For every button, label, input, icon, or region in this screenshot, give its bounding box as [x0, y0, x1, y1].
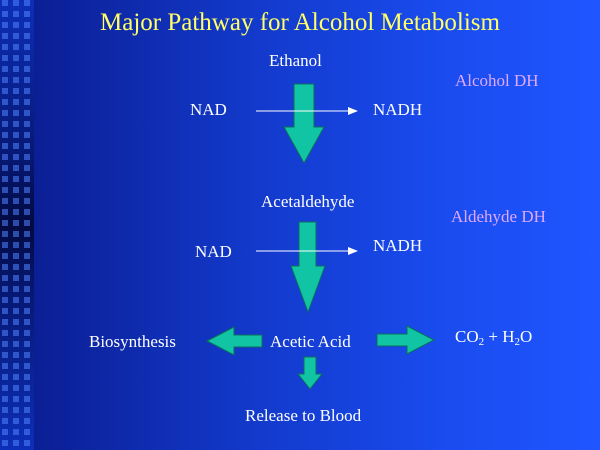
acetic-acid-label: Acetic Acid: [270, 332, 351, 351]
acetaldehyde-label: Acetaldehyde: [261, 192, 355, 211]
strip-squares-column: [2, 0, 8, 450]
strip-squares-column: [13, 0, 19, 450]
o-text: O: [520, 327, 533, 346]
left-decorative-strip: [0, 0, 34, 450]
plus-h-text: + H: [484, 327, 515, 346]
co2-text: CO: [455, 327, 479, 346]
nad-label-1: NAD: [190, 100, 227, 119]
release-to-blood-label: Release to Blood: [245, 406, 362, 425]
nadh-label-1: NADH: [373, 100, 423, 119]
co2-h2o-label: CO2 + H2O: [455, 327, 533, 348]
h2-subscript: 2: [514, 336, 521, 348]
co2-subscript: 2: [478, 336, 485, 348]
alcohol-dh-label: Alcohol DH: [455, 71, 539, 90]
page-title: Major Pathway for Alcohol Metabolism: [100, 9, 500, 36]
biosynthesis-label: Biosynthesis: [89, 332, 176, 351]
arrow-ethanol-to-acetaldehyde: [283, 83, 325, 165]
arrow-to-biosynthesis: [205, 326, 263, 356]
arrow-to-co2-h2o: [376, 325, 436, 355]
ethanol-label: Ethanol: [269, 51, 322, 70]
arrow-acetaldehyde-to-acetic-acid: [290, 221, 326, 314]
strip-squares-column: [24, 0, 30, 450]
nad-label-2: NAD: [195, 242, 232, 261]
nadh-label-2: NADH: [373, 236, 423, 255]
arrow-to-release-blood: [296, 356, 324, 390]
aldehyde-dh-label: Aldehyde DH: [451, 207, 546, 226]
